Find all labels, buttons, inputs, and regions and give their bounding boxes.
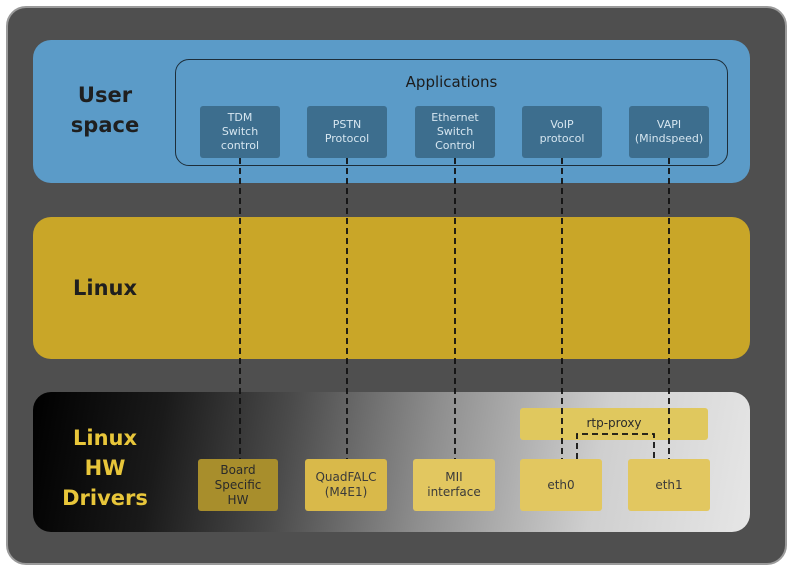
driver-board-specific-hw: Board Specific HW	[198, 459, 278, 511]
app-pstn-line1: PSTN	[332, 118, 362, 131]
app-vapi-mindspeed: VAPI (Mindspeed)	[629, 106, 709, 158]
driver-board-line3: HW	[227, 492, 249, 507]
app-tdm-line3: control	[220, 139, 260, 152]
driver-eth0: eth0	[520, 459, 602, 511]
driver-mii-interface: MII interface	[413, 459, 495, 511]
app-vapi-line1: VAPI	[656, 118, 682, 131]
app-ethernet-line3: Control	[435, 139, 475, 152]
app-voip-line1: VoIP	[550, 118, 574, 131]
user-space-title-line2: space	[70, 113, 140, 137]
app-pstn-protocol: PSTN Protocol	[307, 106, 387, 158]
app-voip-protocol: VoIP protocol	[522, 106, 602, 158]
app-tdm-line2: Switch	[221, 125, 259, 138]
linux-title: Linux	[72, 276, 138, 300]
rtp-proxy-label: rtp-proxy	[586, 416, 642, 430]
user-space-title: User space	[60, 80, 150, 140]
driver-board-line2: Specific	[214, 477, 262, 492]
app-ethernet-line1: Ethernet	[431, 111, 479, 124]
linux-layer	[33, 217, 750, 359]
app-ethernet-line2: Switch	[436, 125, 474, 138]
app-ethernet-switch-control: Ethernet Switch Control	[415, 106, 495, 158]
connector-rtp-proxy-bridge	[576, 433, 655, 459]
app-pstn-line2: Protocol	[324, 132, 370, 145]
driver-board-line1: Board	[220, 462, 256, 477]
driver-quadfalc-line1: QuadFALC	[315, 470, 377, 484]
hw-title-line2: HW	[84, 456, 126, 480]
app-tdm-switch-control: TDM Switch control	[200, 106, 280, 158]
driver-quadfalc: QuadFALC (M4E1)	[305, 459, 387, 511]
hw-drivers-title: Linux HW Drivers	[50, 423, 160, 513]
app-vapi-line2: (Mindspeed)	[634, 132, 704, 145]
hw-title-line1: Linux	[72, 426, 138, 450]
hw-title-line3: Drivers	[62, 486, 148, 510]
app-voip-line2: protocol	[539, 132, 585, 145]
driver-eth1: eth1	[628, 459, 710, 511]
user-space-title-line1: User	[77, 83, 133, 107]
applications-group: Applications	[175, 59, 728, 166]
app-tdm-line1: TDM	[227, 111, 253, 124]
driver-mii-line2: interface	[427, 485, 481, 499]
applications-title: Applications	[405, 73, 498, 91]
driver-mii-line1: MII	[445, 470, 463, 484]
driver-quadfalc-line2: (M4E1)	[324, 485, 368, 499]
